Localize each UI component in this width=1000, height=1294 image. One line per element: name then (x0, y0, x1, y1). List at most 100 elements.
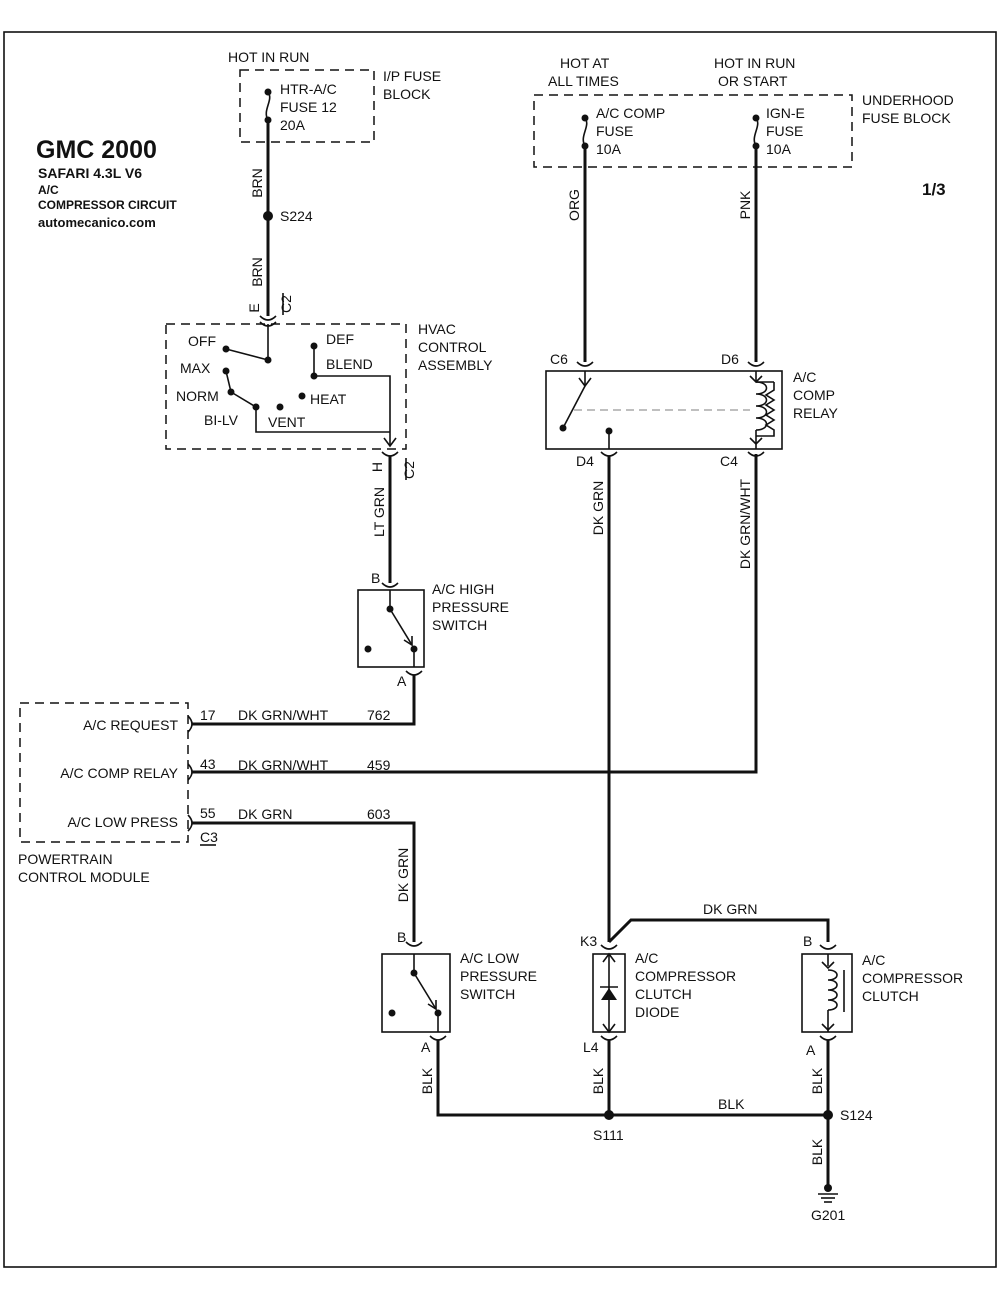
ip-fuse-block-outline (239, 69, 375, 143)
hvac-label-1: HVAC (418, 321, 456, 337)
switch-contact (364, 645, 372, 653)
clutch-pin-a: A (806, 1042, 816, 1058)
wire-label-dk-grn-wht-relay: DK GRN/WHT (737, 478, 753, 569)
fuse-element-icon (582, 117, 588, 147)
clutch-label-1: A/C (862, 952, 885, 968)
title-model: SAFARI 4.3L V6 (38, 165, 142, 181)
wire-label-blk-diode: BLK (590, 1067, 606, 1094)
wire-dk-grn-603 (192, 821, 416, 942)
connector-e-icon (259, 315, 277, 321)
diode-label-2: COMPRESSOR (635, 968, 736, 984)
relay-coil-icon (755, 381, 768, 431)
title-make-year: GMC 2000 (36, 136, 157, 164)
power-label-hot-run-start-1: HOT IN RUN (714, 55, 795, 71)
connector-icon (819, 1035, 837, 1041)
splice-s111 (604, 1110, 614, 1120)
title-system-2: COMPRESSOR CIRCUIT (38, 198, 177, 212)
arrow-icon (602, 952, 616, 963)
ip-fuse-block-label-2: BLOCK (383, 86, 431, 102)
power-label-hot-at-1: HOT AT (560, 55, 610, 71)
underhood-fuse-block-outline (533, 94, 853, 168)
pcm-pin-55: 55 (200, 805, 216, 821)
splice-label-s224: S224 (280, 208, 313, 224)
hp-switch-body (357, 589, 425, 668)
hvac-control-outline (165, 323, 407, 450)
pcm-label-1: POWERTRAIN (18, 851, 113, 867)
arrow-icon (821, 961, 835, 970)
connector-icon (747, 451, 765, 457)
htr-fuse-label-1: HTR-A/C (280, 81, 337, 97)
relay-pin-c6: C6 (550, 351, 568, 367)
lp-switch-pin-b: B (397, 929, 406, 945)
circuit-459: 459 (367, 757, 391, 773)
wire-blk-ground-bus (436, 1040, 830, 1117)
accomp-fuse-label-1: A/C COMP (596, 105, 665, 121)
lp-switch-label-1: A/C LOW (460, 950, 520, 966)
relay-contact (559, 424, 567, 432)
mode-blend: BLEND (326, 356, 373, 372)
lp-switch-label-2: PRESSURE (460, 968, 537, 984)
pcm-label-2: CONTROL MODULE (18, 869, 150, 885)
wire-label-lt-grn: LT GRN (371, 487, 387, 537)
hp-switch-label-1: A/C HIGH (432, 581, 494, 597)
connector-icon (187, 715, 193, 733)
lp-switch-body (381, 953, 451, 1033)
hvac-link (225, 370, 232, 393)
mode-off: OFF (188, 333, 216, 349)
hp-switch-label-2: PRESSURE (432, 599, 509, 615)
power-label-hot-in-run: HOT IN RUN (228, 49, 309, 65)
connector-icon (429, 1035, 447, 1041)
hvac-link (230, 391, 257, 408)
hp-switch-label-3: SWITCH (432, 617, 487, 633)
connector-icon (600, 944, 618, 950)
mode-vent: VENT (268, 414, 306, 430)
arrow-icon (427, 1000, 437, 1011)
clutch-coil-icon (827, 969, 838, 1011)
pcm-pin-17: 17 (200, 707, 216, 723)
connector-icon (600, 451, 618, 457)
pcm-outline (19, 702, 189, 843)
connector-icon (381, 582, 399, 588)
splice-s124 (823, 1110, 833, 1120)
connector-icon (405, 670, 423, 676)
wire-label-brn-2: BRN (249, 257, 265, 287)
pcm-ac-low-press: A/C LOW PRESS (68, 814, 178, 830)
hvac-label-3: ASSEMBLY (418, 357, 493, 373)
connector-icon (819, 944, 837, 950)
contact-vent (276, 403, 284, 411)
arrow-icon (821, 1023, 835, 1032)
hvac-internal-trace (314, 375, 391, 432)
pcm-ac-comp-relay: A/C COMP RELAY (60, 765, 178, 781)
lp-switch-pin-a: A (421, 1039, 431, 1055)
lp-switch-label-3: SWITCH (460, 986, 515, 1002)
contact-heat (298, 392, 306, 400)
wire-label-dk-grn-clutch: DK GRN (703, 901, 757, 917)
title-system-1: A/C (38, 183, 59, 197)
wire-label-blk-bus: BLK (718, 1096, 745, 1112)
diode-pin-l4: L4 (583, 1039, 599, 1055)
connector-icon (600, 1035, 618, 1041)
page-number: 1/3 (922, 180, 946, 199)
arrow-icon (602, 1023, 616, 1034)
hvac-conn-c2-top: C2 (278, 295, 294, 313)
accomp-fuse-label-3: 10A (596, 141, 622, 157)
clutch-pin-b: B (803, 933, 812, 949)
mode-heat: HEAT (310, 391, 347, 407)
hvac-pin-h: H (369, 462, 385, 472)
wire-label-dk-grn-relay: DK GRN (590, 481, 606, 535)
diode-label-1: A/C (635, 950, 658, 966)
circuit-603: 603 (367, 806, 391, 822)
mode-def: DEF (326, 331, 354, 347)
splice-label-s124: S124 (840, 1107, 873, 1123)
lp-switch-blade (413, 972, 437, 1010)
relay-switch-blade (562, 385, 586, 429)
underhood-label-2: FUSE BLOCK (862, 110, 951, 126)
arrow-icon (403, 636, 413, 647)
connector-icon (747, 361, 765, 367)
relay-resistor-icon (756, 382, 776, 437)
hp-switch-pin-a: A (397, 673, 407, 689)
power-label-hot-run-start-2: OR START (718, 73, 788, 89)
switch-contact (388, 1009, 396, 1017)
mode-norm: NORM (176, 388, 219, 404)
connector-icon (405, 941, 423, 947)
